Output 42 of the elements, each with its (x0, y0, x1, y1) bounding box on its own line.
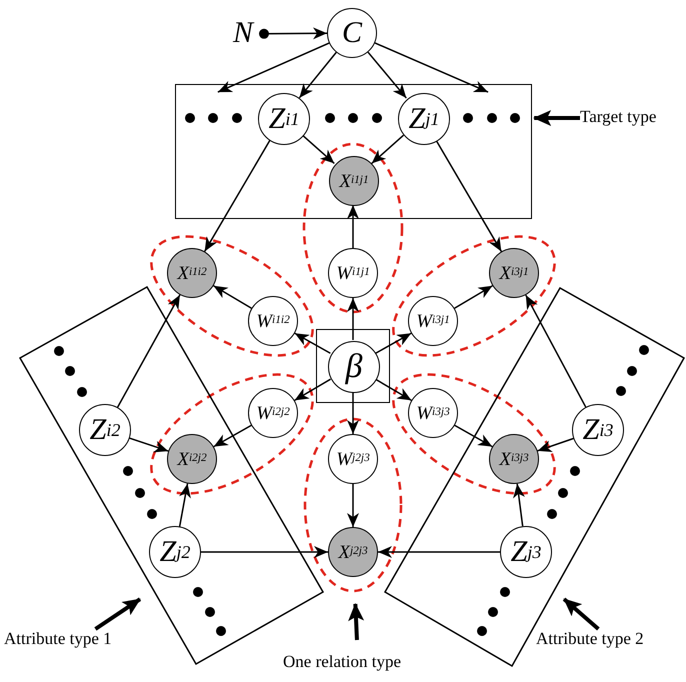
arrow (298, 52, 337, 98)
arrow (347, 298, 359, 340)
arrow (537, 438, 574, 452)
plate-box (316, 329, 390, 403)
arrow (374, 42, 488, 93)
annotation-label: Target type (580, 107, 684, 129)
arrow (201, 546, 328, 558)
arrow (213, 285, 252, 309)
arrow (347, 392, 359, 434)
thick-arrow (533, 110, 580, 126)
thick-arrow (562, 598, 600, 630)
thick-arrow (348, 602, 364, 640)
thick-arrow (94, 598, 142, 631)
arrow (213, 424, 252, 448)
arrow (371, 134, 404, 164)
annotation-label: Attribute type 2 (536, 629, 686, 651)
arrow (454, 285, 493, 309)
arrow (513, 484, 525, 526)
annotation-label: One relation type (283, 652, 433, 674)
variable-circle: C (327, 8, 377, 58)
arrow (294, 332, 331, 354)
arrow (367, 52, 407, 99)
variable-circle: β (328, 341, 380, 393)
arrow (129, 438, 169, 452)
arrow (302, 134, 335, 164)
arrow (347, 484, 359, 527)
arrow (375, 332, 412, 354)
variable-label: N (228, 18, 258, 50)
arrow (218, 42, 330, 93)
arrow (347, 205, 359, 248)
arrow (436, 140, 502, 252)
arrow (116, 294, 181, 408)
annotation-label: Attribute type 1 (4, 629, 154, 651)
arrow (454, 424, 493, 448)
arrow (378, 546, 500, 558)
arrow (294, 378, 331, 401)
arrow (525, 294, 586, 408)
plate-box (175, 84, 532, 219)
arrow (259, 27, 327, 40)
arrow (204, 140, 270, 252)
arrow (375, 378, 412, 401)
arrow (178, 483, 191, 527)
